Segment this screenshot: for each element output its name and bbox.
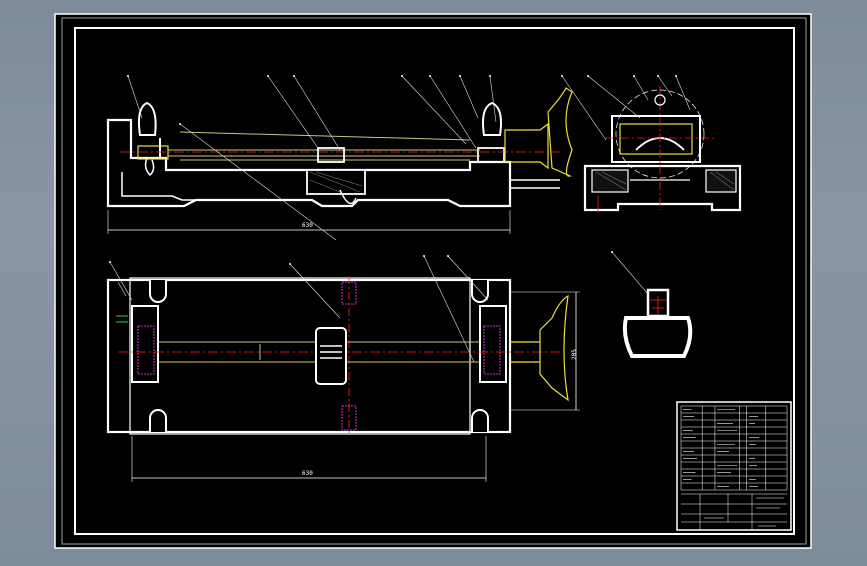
plan-slot-bl <box>149 409 167 432</box>
front-mid-handle <box>339 189 357 205</box>
front-left-clamp <box>144 157 155 177</box>
detail-stud <box>646 288 670 318</box>
front-chuck <box>504 122 549 170</box>
detail-cross <box>650 296 666 314</box>
plan-mid-clamp <box>315 327 347 385</box>
side-hatch <box>595 171 735 191</box>
sheet-gray-edge <box>61 17 807 545</box>
plan-width-dim-text: 205 <box>571 349 578 360</box>
front-left-knob <box>137 101 157 136</box>
front-drive-shaft <box>510 179 560 189</box>
drawing-frame <box>74 27 795 535</box>
side-top-knob <box>654 94 666 106</box>
detail-section-body <box>622 316 693 358</box>
plan-outline <box>106 278 512 434</box>
side-right-block <box>705 169 737 193</box>
detail-view <box>622 288 693 358</box>
side-view <box>583 86 742 212</box>
plan-slot-tl <box>149 280 167 303</box>
plan-mid-clamp-bars <box>320 345 342 359</box>
plan-right-bearing-hatch <box>483 325 501 375</box>
front-left-bearing <box>137 145 169 160</box>
side-inner-frame <box>619 123 693 155</box>
plan-left-bearing-hatch <box>137 325 155 375</box>
plan-inner-outline <box>129 277 471 435</box>
front-left-pillar <box>130 120 161 158</box>
plan-face-plate <box>539 294 569 402</box>
front-mid-clamp <box>317 147 345 163</box>
plan-view: 630 205 <box>106 276 580 482</box>
front-dim-text: 630 <box>302 222 313 229</box>
plan-left-bearing <box>131 305 159 383</box>
plan-right-bearing <box>479 305 507 383</box>
leader-dots <box>109 75 677 265</box>
title-block <box>676 401 792 531</box>
front-base-channel <box>121 172 300 201</box>
front-shaft <box>168 131 480 161</box>
title-block-frame <box>676 401 792 531</box>
plan-drive-shaft <box>510 341 540 363</box>
front-right-bearing <box>477 147 505 163</box>
front-view: 630 <box>106 87 573 234</box>
plan-green-marker <box>116 315 128 323</box>
front-right-knob <box>482 101 502 136</box>
front-mid-hatch <box>309 171 363 193</box>
front-face-plate <box>547 87 573 177</box>
side-left-block <box>591 169 629 193</box>
plan-dim-text: 630 <box>302 470 313 477</box>
side-frame <box>611 115 701 163</box>
leader-lines <box>109 75 691 363</box>
title-block-entries <box>683 409 784 527</box>
plan-slot-br <box>471 409 489 432</box>
title-block-grid <box>680 405 788 530</box>
